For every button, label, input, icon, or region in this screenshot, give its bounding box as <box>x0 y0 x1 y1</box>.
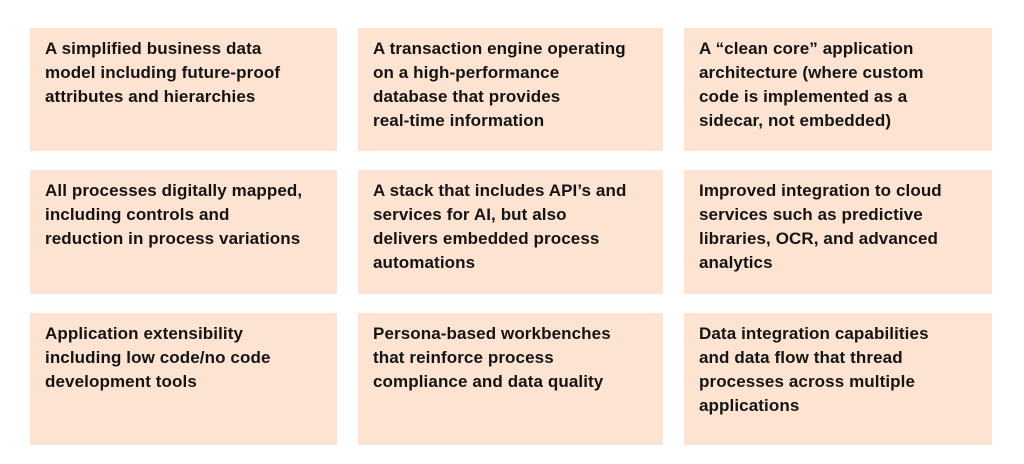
card-text: A stack that includes API’s and services… <box>373 181 627 272</box>
card-text: Persona-based workbenches that reinforce… <box>373 324 611 391</box>
card-text: All processes digitally mapped, includin… <box>45 181 303 248</box>
card-simplified-data-model: A simplified business data model includi… <box>30 28 337 151</box>
card-application-extensibility: Application extensibility including low … <box>30 313 337 445</box>
card-text: Application extensibility including low … <box>45 324 271 391</box>
card-api-ai-stack: A stack that includes API’s and services… <box>358 170 663 294</box>
card-text: A simplified business data model includi… <box>45 39 281 106</box>
card-processes-digitally-mapped: All processes digitally mapped, includin… <box>30 170 337 294</box>
card-persona-workbenches: Persona-based workbenches that reinforce… <box>358 313 663 445</box>
card-text: A “clean core” application architecture … <box>699 39 924 130</box>
card-text: Improved integration to cloud services s… <box>699 181 942 272</box>
card-cloud-integration: Improved integration to cloud services s… <box>684 170 992 294</box>
card-data-integration: Data integration capabilities and data f… <box>684 313 992 445</box>
card-text: Data integration capabilities and data f… <box>699 324 929 415</box>
card-clean-core-architecture: A “clean core” application architecture … <box>684 28 992 151</box>
card-text: A transaction engine operating on a high… <box>373 39 626 130</box>
card-transaction-engine: A transaction engine operating on a high… <box>358 28 663 151</box>
card-grid: A simplified business data model includi… <box>30 28 992 445</box>
